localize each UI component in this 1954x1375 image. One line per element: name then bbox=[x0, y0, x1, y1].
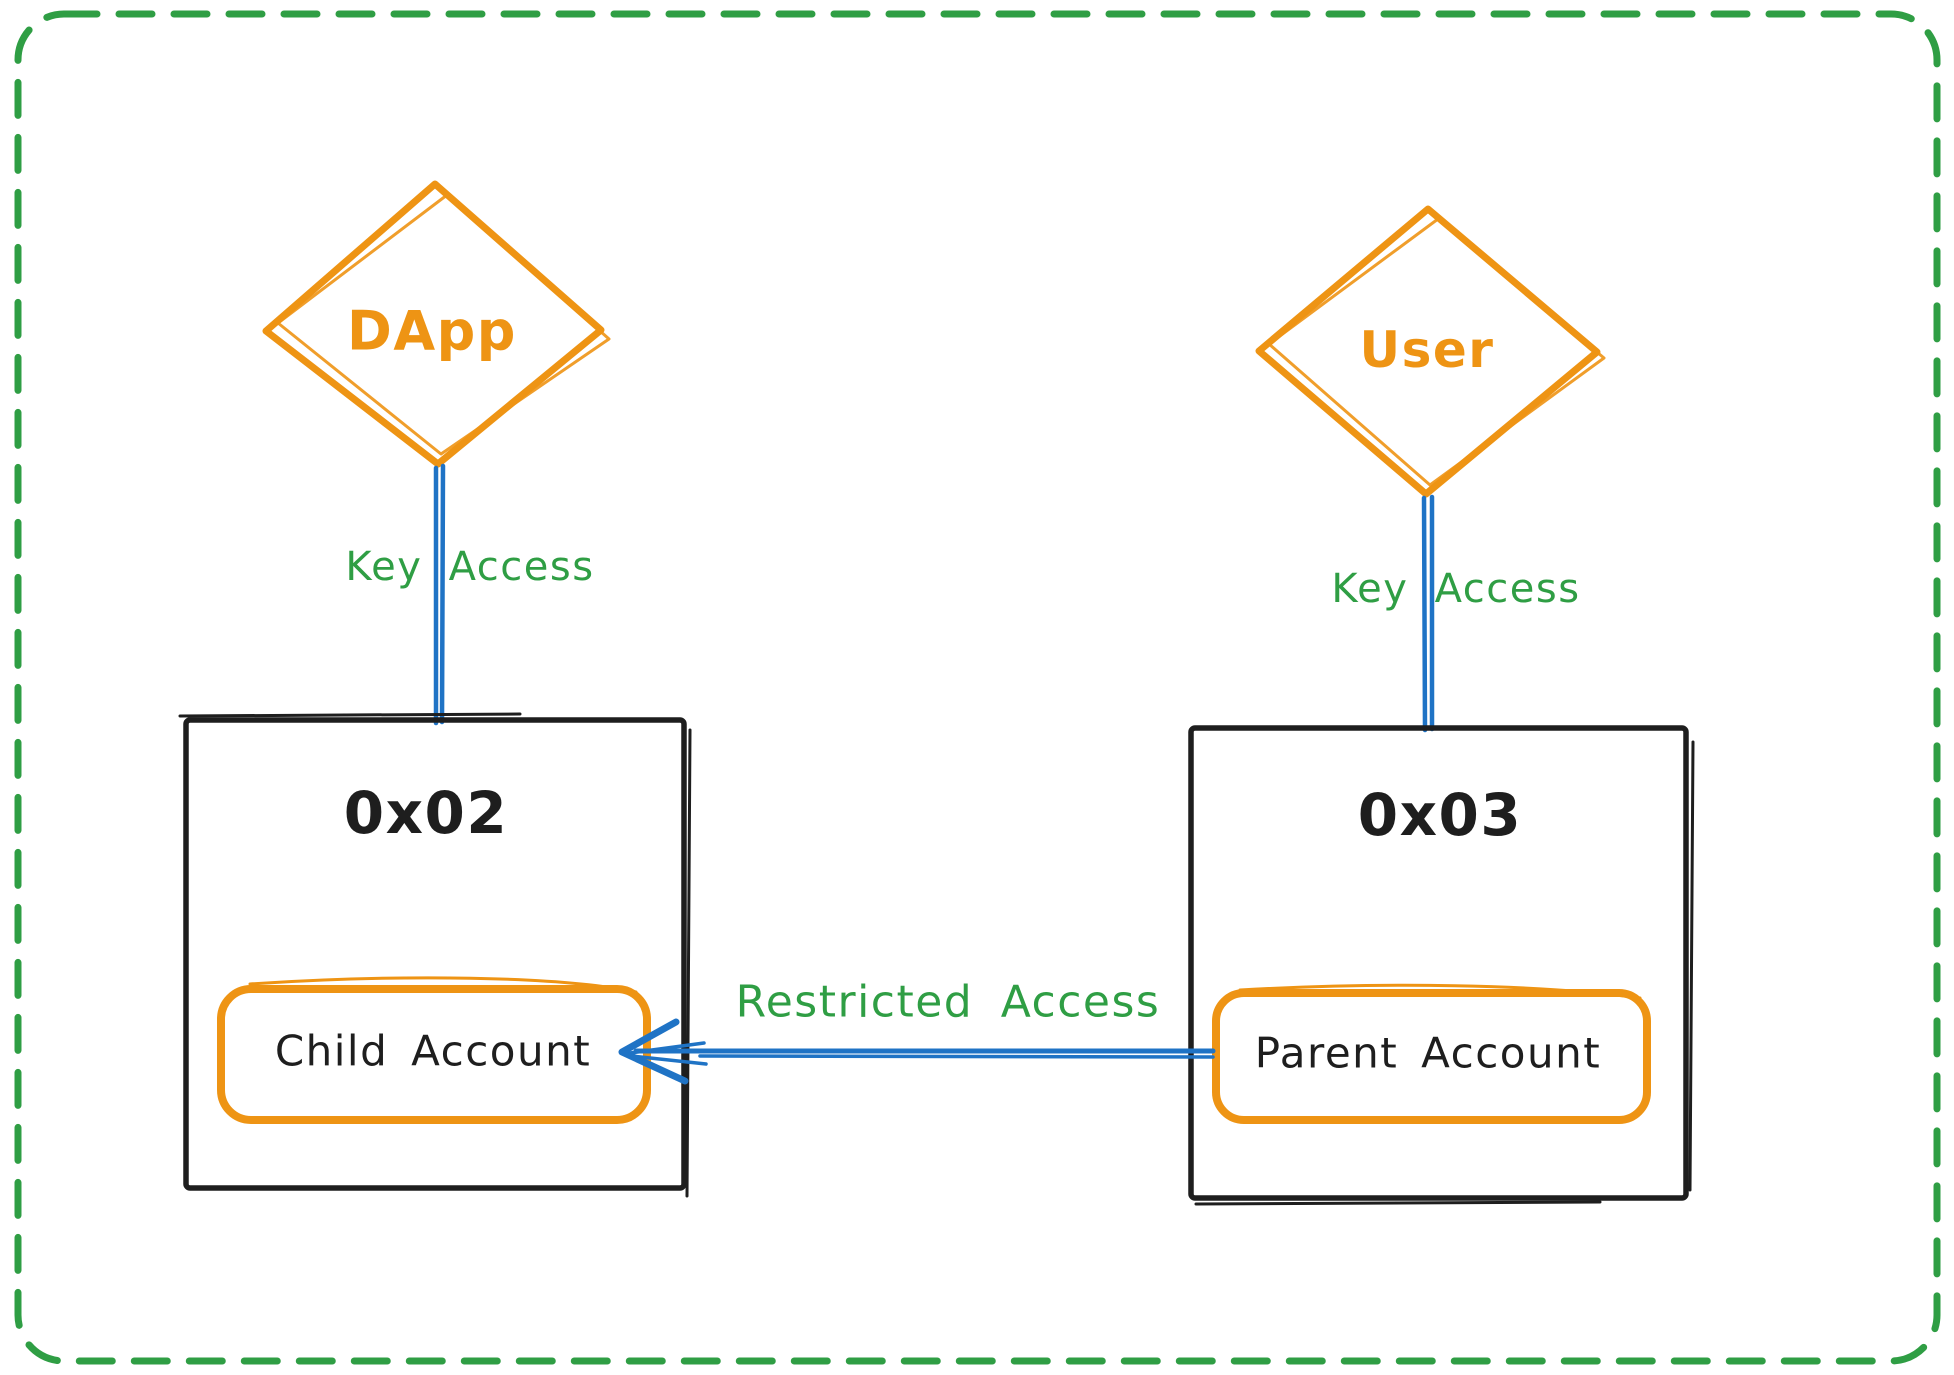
restricted-access-label: Restricted Access bbox=[735, 976, 1161, 1028]
contract-address-right: 0x03 bbox=[1357, 781, 1523, 849]
contract-box-left bbox=[178, 712, 692, 1198]
child-account-box-echo bbox=[248, 976, 638, 994]
key-access-line-left bbox=[433, 463, 446, 726]
contract-address-left: 0x02 bbox=[343, 779, 509, 847]
contract-box-left-shape bbox=[183, 717, 687, 1191]
child-account-box-shape bbox=[217, 985, 651, 1124]
key-access-label-left: Key Access bbox=[345, 544, 595, 590]
key-access-line-left-b bbox=[439, 463, 446, 725]
restricted-access-arrowhead-barb-top bbox=[628, 1041, 706, 1055]
user-diamond bbox=[1255, 205, 1606, 498]
restricted-access-arrowhead-barb-bottom bbox=[630, 1054, 708, 1066]
dapp-diamond-echo bbox=[276, 193, 611, 456]
parent-account-label: Parent Account bbox=[1254, 1028, 1602, 1078]
contract-box-right bbox=[1188, 725, 1695, 1206]
contract-box-left-echo-top bbox=[178, 712, 522, 718]
user-diamond-echo bbox=[1267, 217, 1606, 487]
contract-box-right-echo-bottom bbox=[1194, 1200, 1602, 1206]
child-account-label: Child Account bbox=[274, 1026, 592, 1076]
key-access-line-right-a bbox=[1421, 495, 1428, 733]
child-account-box bbox=[217, 976, 651, 1124]
contract-box-right-echo-right bbox=[1688, 740, 1695, 1192]
frame-border bbox=[14, 10, 1941, 1365]
contract-box-right-shape bbox=[1188, 725, 1689, 1201]
contract-box-left-echo-right bbox=[685, 728, 692, 1198]
restricted-access-arrow bbox=[618, 1018, 1216, 1085]
parent-account-box-echo bbox=[1238, 983, 1642, 1000]
parent-account-box-shape bbox=[1212, 989, 1651, 1124]
dapp-label: DApp bbox=[347, 299, 517, 363]
parent-account-box bbox=[1212, 983, 1651, 1124]
user-label: User bbox=[1359, 321, 1495, 379]
key-access-line-right bbox=[1421, 494, 1435, 733]
restricted-access-arrow-shaft-echo bbox=[698, 1054, 1215, 1059]
key-access-label-right: Key Access bbox=[1331, 566, 1581, 612]
restricted-access-arrowhead bbox=[618, 1018, 689, 1085]
dapp-diamond bbox=[262, 180, 611, 468]
